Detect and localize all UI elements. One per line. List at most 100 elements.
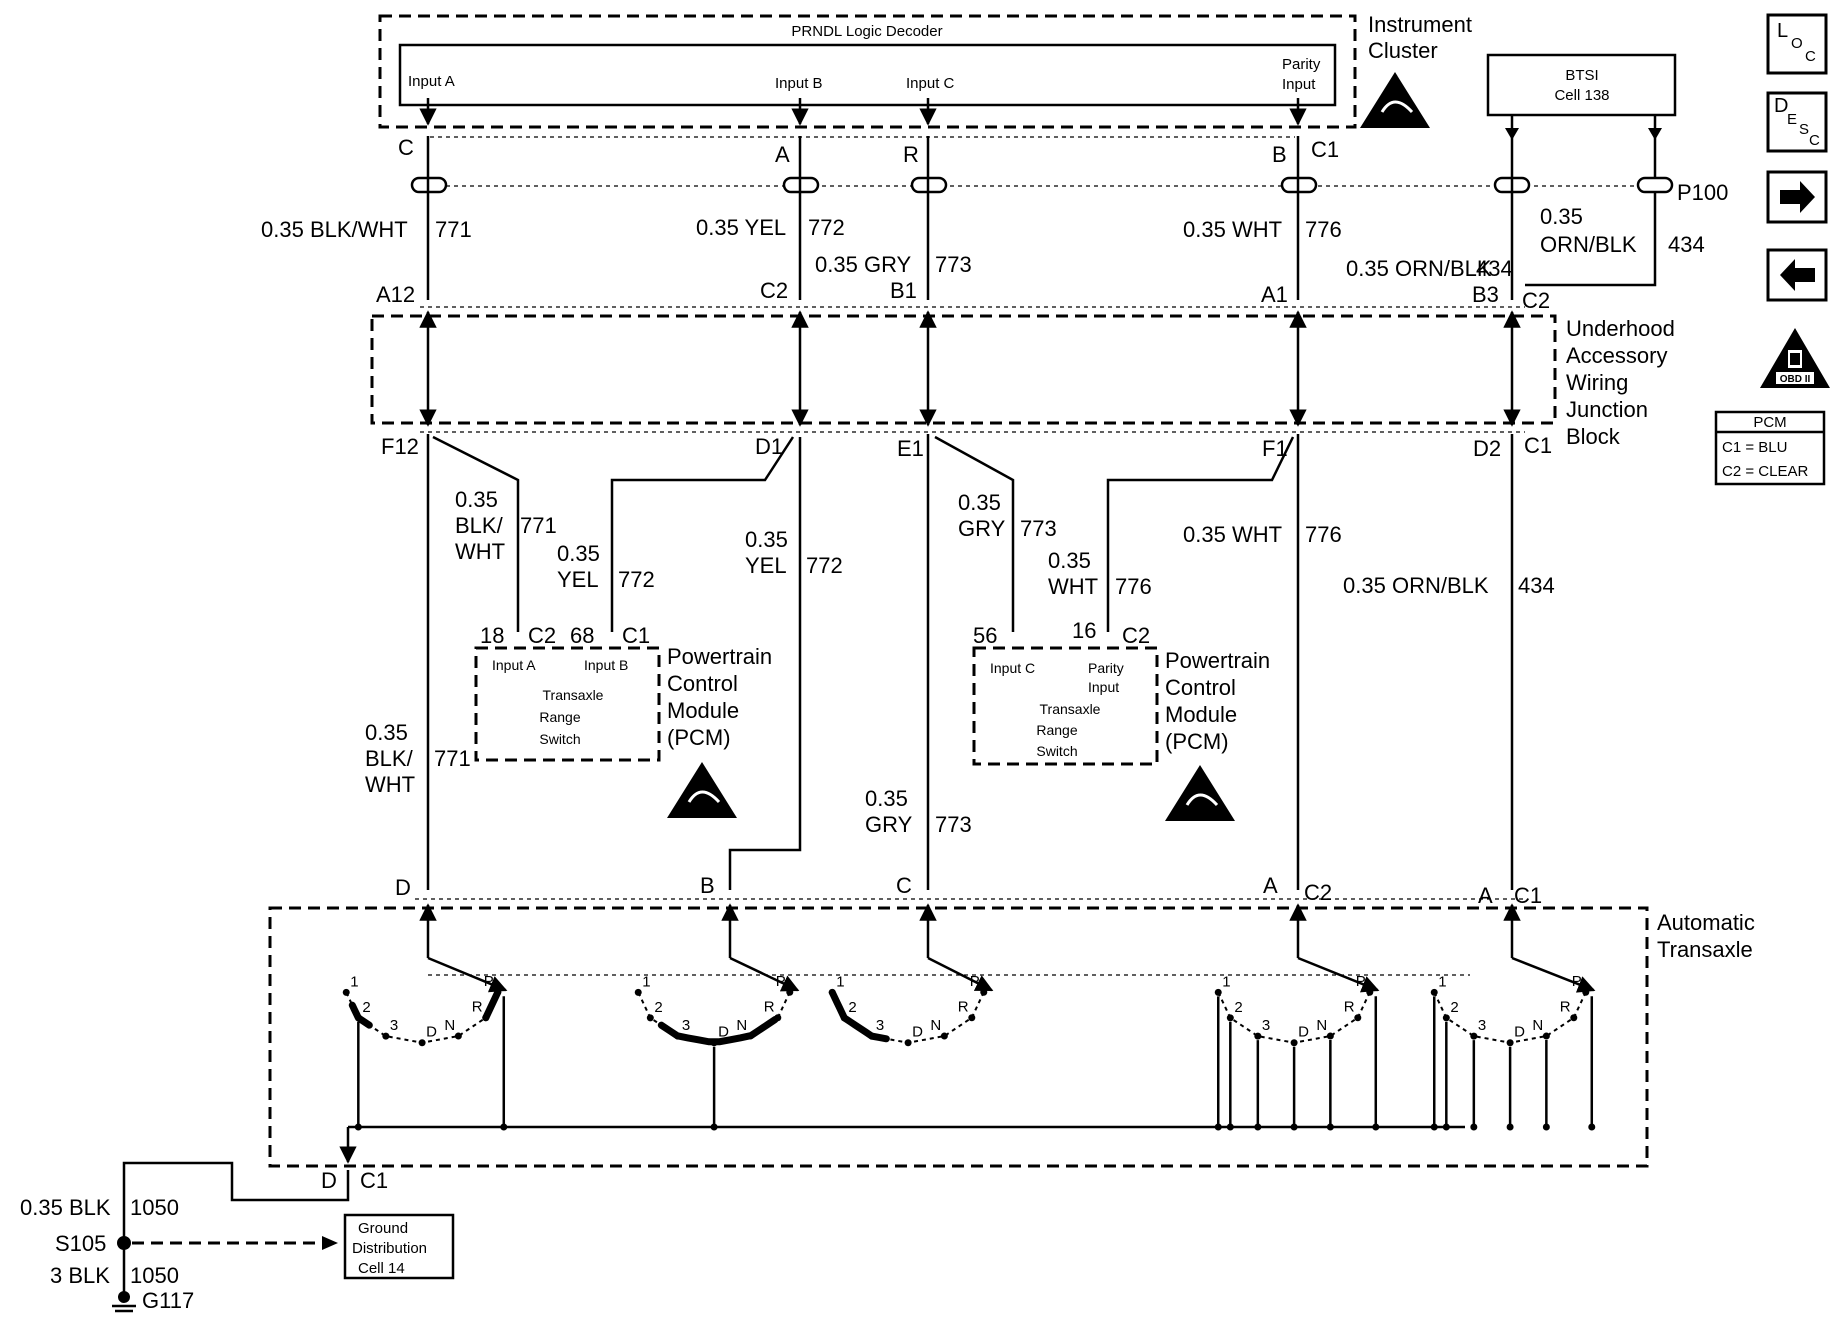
svg-text:1050: 1050 [130, 1263, 179, 1288]
svg-text:A: A [1478, 883, 1493, 908]
btsi-block: BTSI Cell 138 [1486, 53, 1677, 178]
prndl-decoder-box [398, 43, 1337, 107]
svg-text:C2 = CLEAR: C2 = CLEAR [1722, 463, 1808, 480]
svg-text:0.35: 0.35 [455, 487, 498, 512]
svg-text:2: 2 [362, 999, 370, 1016]
svg-text:0.35: 0.35 [958, 490, 1001, 515]
svg-text:R: R [1560, 999, 1571, 1016]
svg-text:Control: Control [1165, 675, 1236, 700]
svg-text:1050: 1050 [130, 1195, 179, 1220]
svg-text:Range: Range [539, 709, 580, 725]
lower-wires [426, 434, 1514, 890]
svg-text:Powertrain: Powertrain [667, 644, 772, 669]
svg-text:WHT: WHT [365, 772, 415, 797]
pcm-left: 18 C2 68 C1 Input A Input B Transaxle Ra… [474, 623, 772, 818]
svg-text:N: N [736, 1017, 747, 1034]
svg-text:773: 773 [935, 252, 972, 277]
btsi-arrow-right [1648, 128, 1662, 140]
ground-distribution-box [343, 1213, 455, 1280]
pin-b3: B3 [1472, 282, 1499, 307]
svg-text:GRY: GRY [958, 516, 1006, 541]
pin-b: B [1272, 142, 1287, 167]
svg-text:WHT: WHT [1048, 574, 1098, 599]
svg-text:68: 68 [570, 623, 594, 648]
svg-text:Transaxle: Transaxle [543, 687, 604, 703]
pin-d2: D2 [1473, 436, 1501, 461]
svg-text:C1: C1 [622, 623, 650, 648]
svg-text:0.35: 0.35 [1540, 204, 1583, 229]
splice-s105 [117, 1236, 131, 1250]
svg-text:YEL: YEL [557, 567, 599, 592]
loc-icon[interactable]: L O C [1766, 13, 1828, 75]
svg-text:Control: Control [667, 671, 738, 696]
svg-text:R: R [1344, 999, 1355, 1016]
svg-text:3: 3 [1262, 1017, 1270, 1034]
svg-text:Module: Module [667, 698, 739, 723]
svg-text:1: 1 [1222, 973, 1230, 990]
svg-text:Input: Input [1088, 679, 1119, 695]
instrument-cluster-label-2: Cluster [1368, 38, 1438, 63]
svg-text:Range: Range [1036, 722, 1077, 738]
svg-text:2: 2 [1450, 999, 1458, 1016]
svg-text:D: D [912, 1024, 923, 1041]
svg-text:434: 434 [1668, 232, 1705, 257]
pin-c2: C2 [760, 278, 788, 303]
svg-text:0.35 WHT: 0.35 WHT [1183, 522, 1282, 547]
btsi-label: BTSI [1565, 67, 1598, 84]
svg-text:0.35: 0.35 [365, 720, 408, 745]
svg-text:773: 773 [1020, 516, 1057, 541]
decoder-parity-2: Input [1282, 76, 1316, 93]
btsi-cell: Cell 138 [1554, 87, 1609, 104]
svg-text:0.35 ORN/BLK: 0.35 ORN/BLK [1343, 573, 1489, 598]
svg-text:1: 1 [836, 973, 844, 990]
arrow-right-icon[interactable] [1766, 170, 1828, 224]
svg-text:D: D [1514, 1024, 1525, 1041]
svg-text:2: 2 [848, 999, 856, 1016]
svg-text:R: R [958, 999, 969, 1016]
desc-icon[interactable]: D E S C [1766, 91, 1828, 153]
pin-c: C [398, 135, 414, 160]
svg-text:Ground: Ground [358, 1220, 408, 1237]
svg-text:OBD II: OBD II [1780, 374, 1811, 385]
svg-text:Transaxle: Transaxle [1657, 937, 1753, 962]
svg-text:Input A: Input A [492, 657, 536, 673]
svg-text:PCM: PCM [1753, 414, 1786, 431]
svg-text:(PCM): (PCM) [1165, 729, 1229, 754]
svg-text:C2: C2 [1304, 880, 1332, 905]
svg-text:16: 16 [1072, 618, 1096, 643]
svg-text:D: D [718, 1024, 729, 1041]
svg-text:434: 434 [1518, 573, 1555, 598]
svg-text:2: 2 [654, 999, 662, 1016]
svg-text:(PCM): (PCM) [667, 725, 731, 750]
pin-f12: F12 [381, 434, 419, 459]
svg-text:YEL: YEL [745, 553, 787, 578]
svg-text:L: L [1777, 20, 1788, 42]
svg-text:3: 3 [390, 1017, 398, 1034]
ground-section: D C1 0.35 BLK 1050 S105 Ground Distribut… [20, 1127, 455, 1313]
svg-text:434: 434 [1476, 256, 1513, 281]
decoder-input-c: Input C [906, 75, 955, 92]
arrow-left-icon[interactable] [1766, 248, 1828, 302]
pin-a: A [775, 142, 790, 167]
svg-text:Transaxle: Transaxle [1040, 701, 1101, 717]
side-panel: L O C D E S C OBD II PCM [1714, 13, 1830, 486]
underhood-junction-block: A12 C2 B1 A1 B3 C2 F12 D1 E1 F1 D2 C1 Un… [370, 278, 1675, 461]
svg-text:0.35 ORN/BLK: 0.35 ORN/BLK [1346, 256, 1492, 281]
svg-text:Automatic: Automatic [1657, 910, 1755, 935]
svg-text:N: N [444, 1017, 455, 1034]
svg-text:56: 56 [973, 623, 997, 648]
upper-wires [426, 136, 1657, 300]
svg-text:18: 18 [480, 623, 504, 648]
decoder-pins [419, 98, 1307, 126]
pin-d1: D1 [755, 434, 783, 459]
svg-text:0.35 BLK: 0.35 BLK [20, 1195, 111, 1220]
svg-text:N: N [930, 1017, 941, 1034]
svg-text:R: R [764, 999, 775, 1016]
pcm-right: 56 16 C2 Input C Parity Input Transaxle … [972, 618, 1270, 821]
upper-wire-labels: 0.35 BLK/WHT 771 0.35 YEL 772 0.35 GRY 7… [261, 204, 1705, 281]
svg-text:3: 3 [876, 1017, 884, 1034]
